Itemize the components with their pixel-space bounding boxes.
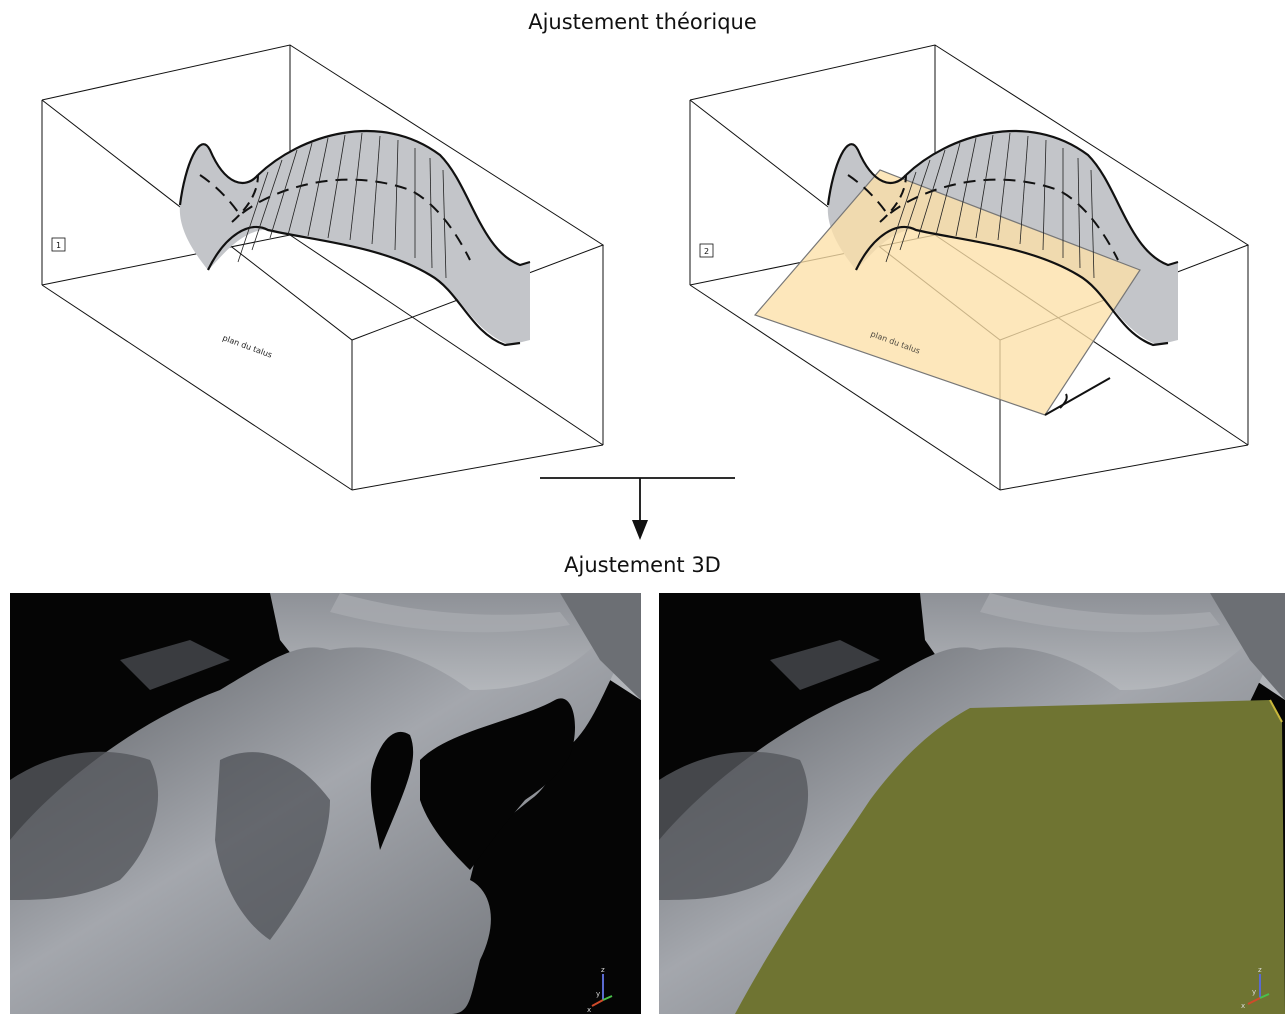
panel-number-2: 2 bbox=[704, 247, 709, 256]
render-3d-left: z x y bbox=[10, 593, 641, 1014]
axis-y-label-right: y bbox=[1252, 988, 1256, 996]
axis-y-label: y bbox=[596, 990, 600, 998]
folded-surface-1 bbox=[180, 131, 530, 345]
axis-x-label-right: x bbox=[1241, 1002, 1245, 1010]
render-3d-right: z x y bbox=[659, 593, 1285, 1014]
panel-number-1: 1 bbox=[56, 241, 61, 250]
axis-z-label-right: z bbox=[1258, 966, 1262, 974]
diagram-panel-1: 1 plan du talus bbox=[42, 45, 603, 490]
axis-z-label: z bbox=[601, 966, 605, 974]
transition-arrow bbox=[540, 478, 735, 540]
axis-x-label: x bbox=[587, 1006, 591, 1014]
diagram-panel-2: 2 plan du talus bbox=[690, 45, 1248, 490]
plane-label-1: plan du talus bbox=[221, 333, 273, 359]
